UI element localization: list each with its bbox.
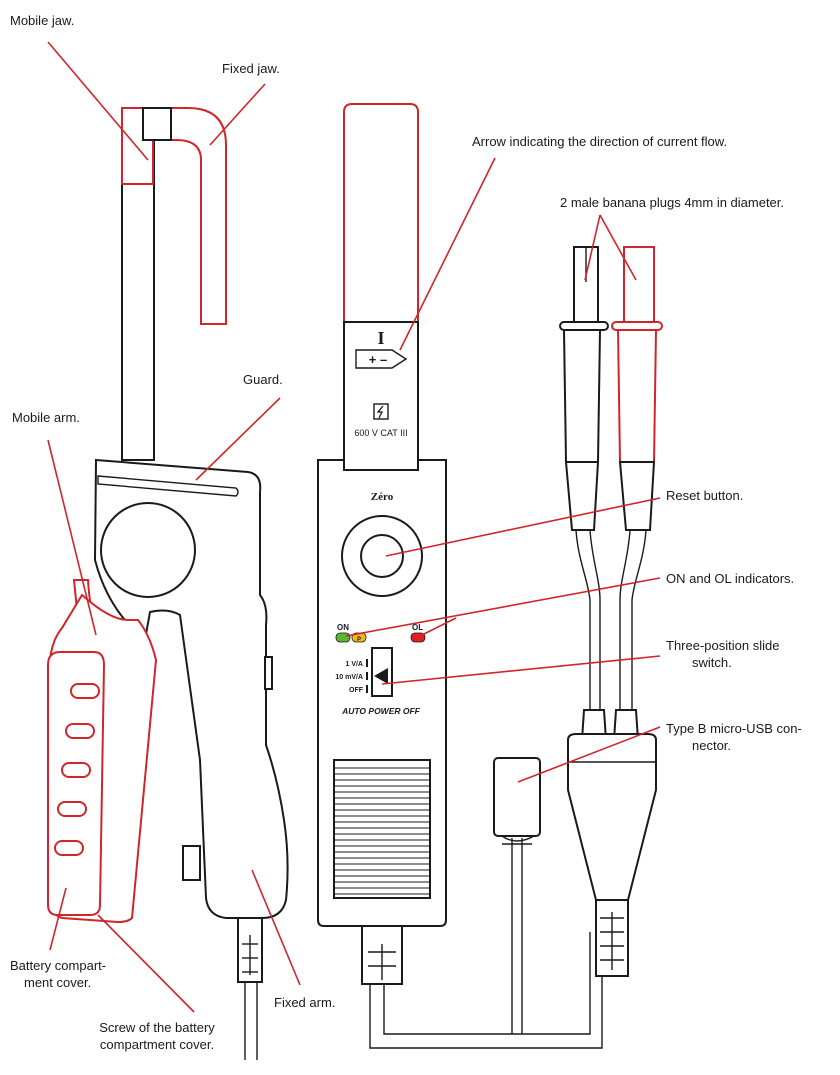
collar-black — [559, 321, 609, 331]
y-splitter — [567, 733, 657, 901]
grip-bump — [54, 840, 84, 856]
grip-bump — [70, 683, 100, 699]
leader-ol — [419, 617, 457, 637]
front-jaw — [343, 103, 419, 323]
wire — [575, 529, 591, 710]
mobile-jaw — [121, 107, 154, 185]
led-p-label: P — [357, 637, 361, 643]
leader-on — [345, 577, 661, 637]
led-ol-label: OL — [412, 623, 423, 632]
side-tab — [264, 656, 273, 690]
output-leads — [493, 246, 663, 1034]
label-usb-2: nector. — [692, 738, 732, 753]
range-2: 10 mV/A — [335, 674, 363, 681]
output-cable — [369, 932, 603, 1049]
lightning-icon — [373, 403, 389, 420]
fixed-jaw — [151, 107, 227, 325]
label-on-ol: ON and OL indicators. — [666, 571, 795, 586]
callout-lines — [47, 41, 661, 1013]
leader-arrow — [399, 157, 496, 351]
side-stub — [182, 845, 201, 881]
current-symbol: I — [377, 328, 384, 348]
label-usb-1: Type B micro-USB con- — [666, 721, 802, 736]
reset-button[interactable] — [360, 534, 404, 578]
leader-battery-cover — [49, 887, 67, 951]
label-screw-2: compartment cover. — [99, 1037, 215, 1052]
grip-bump — [61, 762, 91, 778]
led-on — [335, 632, 351, 643]
guard — [97, 475, 239, 497]
label-switch-2: switch. — [692, 655, 732, 670]
label-panel — [343, 321, 419, 471]
leader-switch — [381, 655, 661, 685]
label-switch-1: Three-position slide — [666, 638, 780, 653]
range-off: OFF — [349, 687, 364, 694]
led-on-label: ON — [337, 623, 349, 632]
range-1: 1 V/A — [345, 661, 363, 668]
grip-bump — [65, 723, 95, 739]
jaw-tip — [142, 107, 172, 141]
label-mobile-jaw: Mobile jaw. — [10, 13, 75, 28]
label-fixed-jaw: Fixed jaw. — [222, 61, 280, 76]
switch-knob[interactable] — [374, 668, 388, 684]
leader-banana-2 — [599, 214, 637, 281]
leader-mobile-arm — [47, 439, 97, 636]
leader-fixed-jaw — [209, 83, 266, 146]
leader-fixed-arm — [251, 869, 301, 986]
label-arrow-current: Arrow indicating the direction of curren… — [472, 134, 728, 149]
banana-plug-red — [623, 246, 655, 328]
zero-label: Zéro — [371, 491, 394, 503]
leader-guard — [195, 397, 281, 481]
leader-screw — [97, 914, 195, 1013]
jaw-bar — [121, 107, 155, 461]
grip-bump — [57, 801, 87, 817]
leader-banana-1 — [584, 214, 601, 281]
label-battery-cover-1: Battery compart- — [10, 958, 107, 973]
wire — [619, 529, 631, 710]
leader-reset — [385, 497, 661, 557]
label-screw-1: Screw of the battery — [99, 1020, 215, 1035]
category-rating: 600 V CAT III — [354, 428, 407, 438]
label-banana-plugs: 2 male banana plugs 4mm in diameter. — [560, 195, 785, 210]
current-direction-arrow-icon — [355, 349, 408, 369]
label-battery-cover-2: ment cover. — [24, 975, 92, 990]
plus-minus: + – — [369, 352, 387, 367]
label-mobile-arm: Mobile arm. — [12, 410, 80, 425]
lead-taper-black — [564, 461, 600, 531]
auto-power-off: AUTO POWER OFF — [341, 706, 421, 716]
clamp-front-view: I + – 600 V CAT III Zéro ON OL P 1 V/A 1… — [317, 103, 603, 1049]
leader-mobile-jaw — [47, 41, 149, 161]
grip-grille — [333, 759, 431, 899]
lead-taper-red — [618, 461, 656, 531]
clamp-side-view — [47, 107, 289, 1060]
output-cable-inner — [383, 932, 591, 1035]
leader-usb — [517, 726, 661, 783]
usb-connector[interactable] — [493, 757, 541, 837]
lead-body-black — [562, 329, 602, 463]
lead-body-red — [616, 329, 658, 463]
jaw-button — [100, 502, 196, 598]
grille-lines — [334, 767, 430, 895]
label-guard: Guard. — [243, 372, 283, 387]
collar-red — [611, 321, 663, 331]
label-reset-button: Reset button. — [666, 488, 744, 503]
label-fixed-arm: Fixed arm. — [274, 995, 336, 1010]
